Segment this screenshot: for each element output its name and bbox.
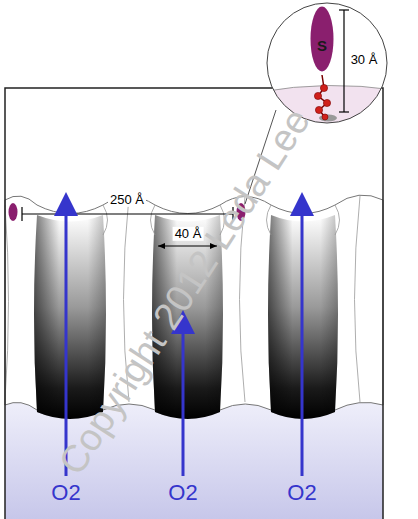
- dimension-label: 30 Å: [349, 53, 380, 67]
- dimension-250: [22, 207, 233, 221]
- node-text: S: [317, 37, 327, 54]
- frame: [5, 88, 383, 519]
- gas-label: O2: [51, 481, 80, 505]
- gas-label: O2: [287, 481, 316, 505]
- dimension-label: 40 Å: [173, 227, 204, 241]
- surfactant-molecule: [9, 203, 18, 221]
- surfactant-head: S: [310, 6, 334, 72]
- dimension-label: 250 Å: [108, 193, 146, 207]
- gas-label: O2: [168, 481, 197, 505]
